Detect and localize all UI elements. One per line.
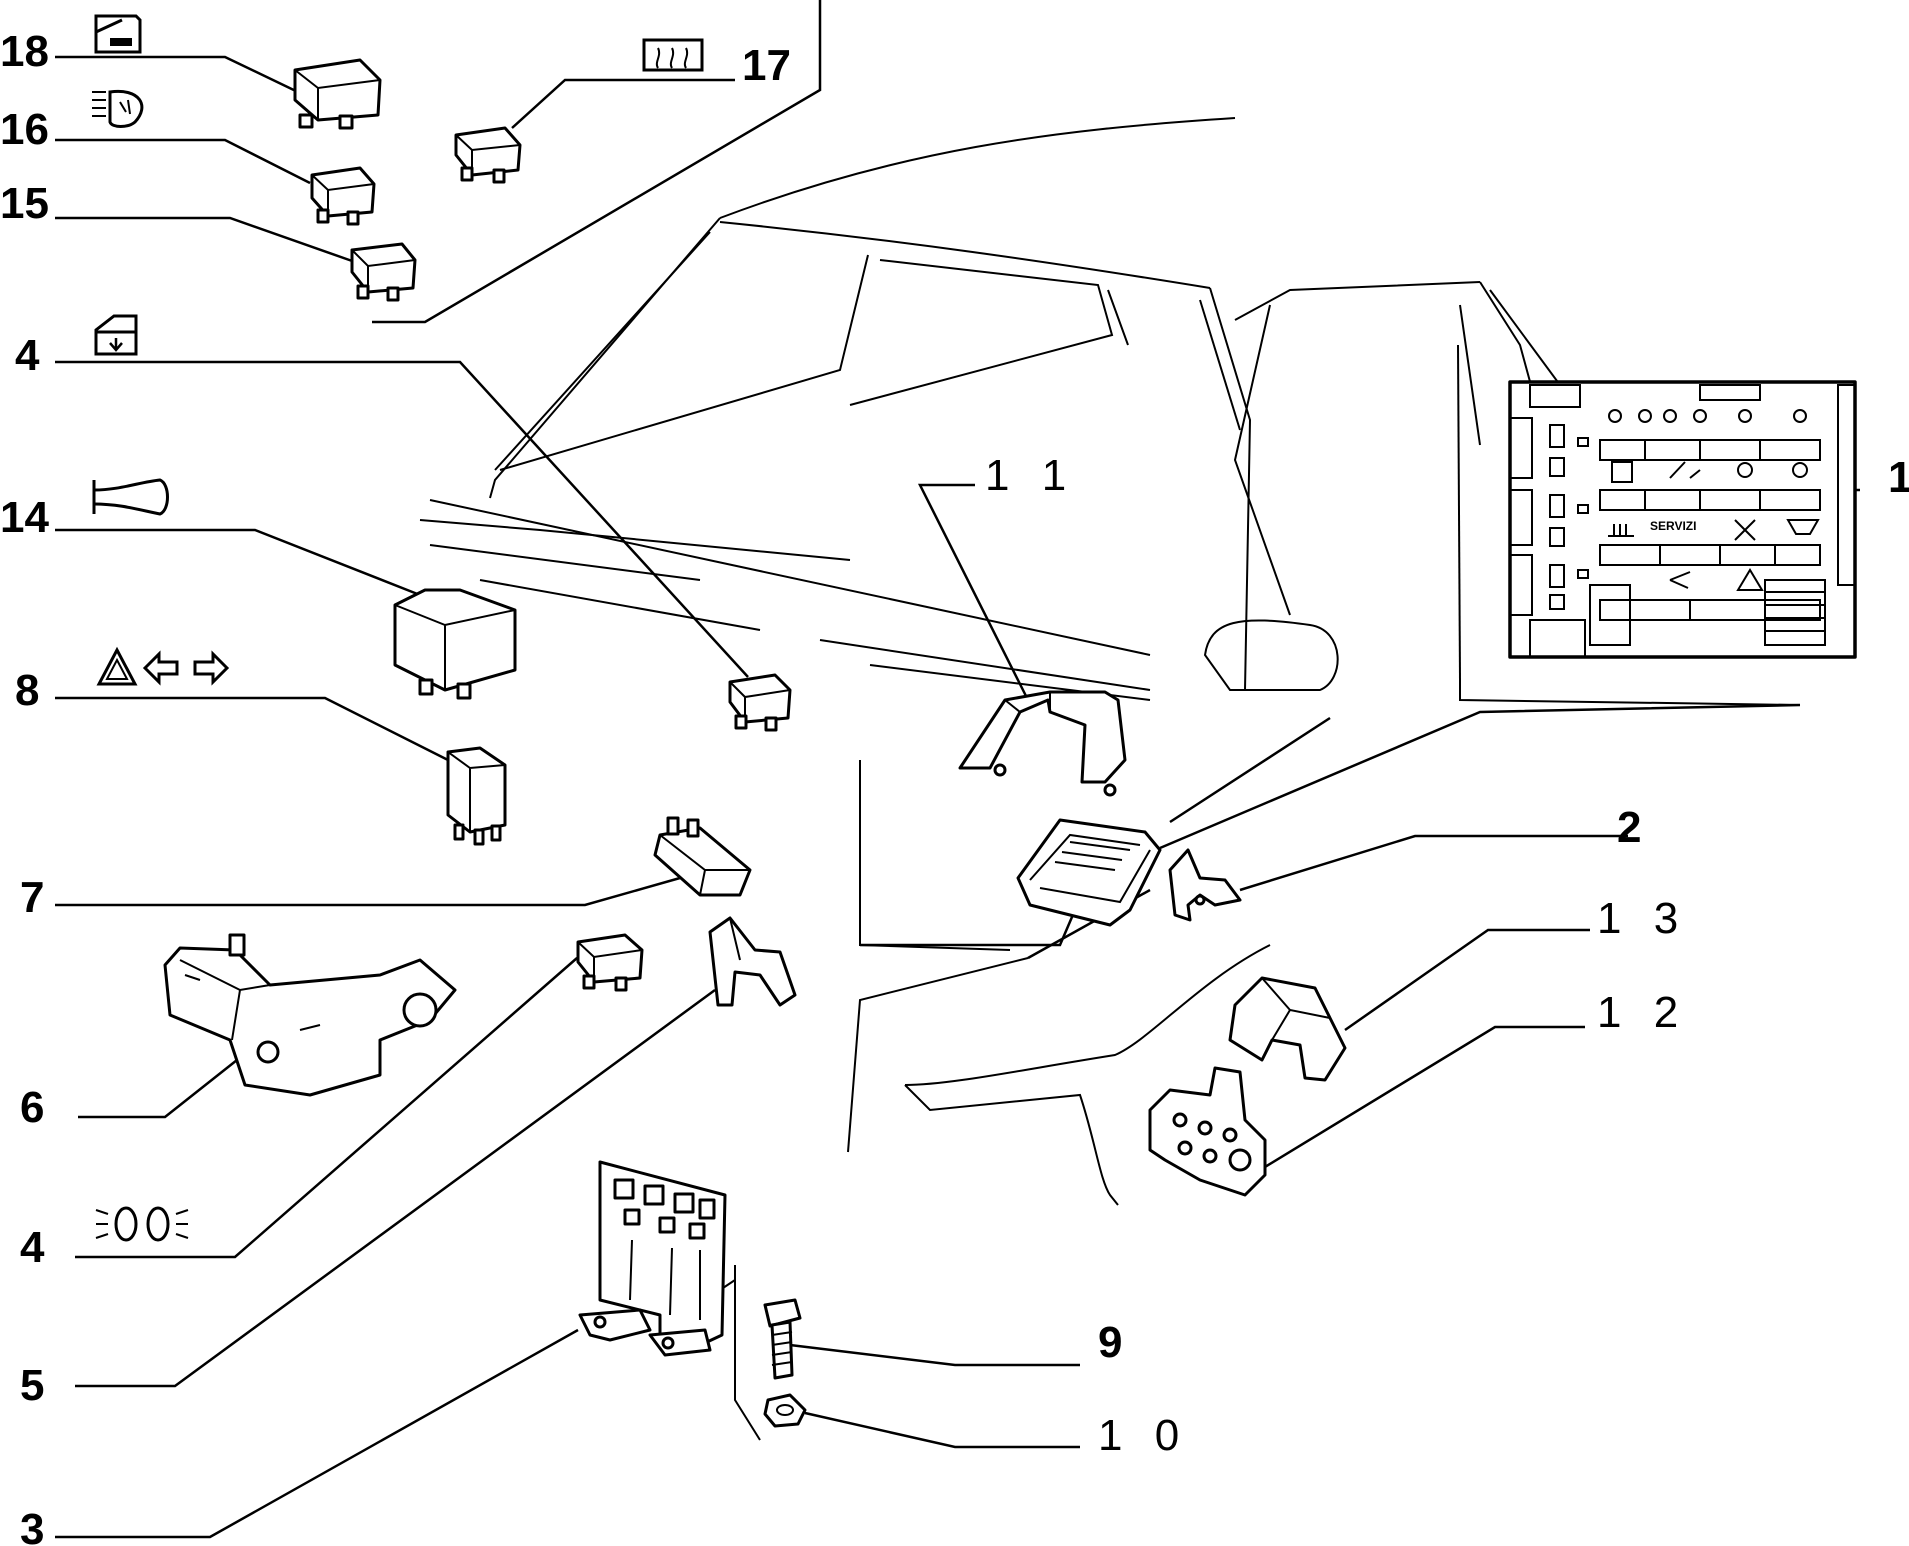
callout-13: 1 3	[1597, 894, 1688, 943]
callout-14: 14	[0, 493, 49, 542]
relay-14	[393, 588, 517, 700]
relay-4-lower	[576, 933, 644, 992]
fuse-box-icons	[1608, 409, 1820, 591]
callout-4-lower: 4	[20, 1223, 45, 1272]
rear-window-defroster-icon	[642, 38, 704, 72]
callout-15: 15	[0, 179, 49, 228]
callout-4-upper: 4	[15, 331, 40, 380]
relay-16	[310, 166, 376, 226]
fog-lamp-icon	[95, 1206, 189, 1242]
part-10-nut	[763, 1393, 807, 1428]
fuse-slots	[1549, 424, 1589, 610]
fuse-rows	[1599, 439, 1821, 621]
callout-numbers: 18 16 15 17 4 14 8 7 6 4 5 3 1 1 1 2 1 3…	[0, 27, 1909, 1546]
callout-11: 1 1	[985, 451, 1076, 500]
part-6-bracket	[163, 933, 457, 1097]
fuse-relay-block	[1764, 579, 1826, 646]
fuse-box-diagram: SERVIZI	[1508, 380, 1857, 659]
callout-6: 6	[20, 1083, 44, 1132]
callout-17: 17	[742, 41, 791, 90]
part-2-bracket	[1168, 848, 1242, 922]
callout-9: 9	[1098, 1318, 1122, 1367]
part-7-diode	[653, 816, 752, 897]
hazard-turn-signal-icon	[96, 646, 230, 686]
callout-7: 7	[20, 873, 44, 922]
door-lock-icon	[94, 14, 142, 54]
relay-4-upper	[728, 673, 792, 732]
part-9-bolt	[763, 1298, 802, 1380]
part-11-support	[958, 690, 1127, 797]
callout-16: 16	[0, 105, 49, 154]
callout-10: 1 0	[1098, 1411, 1189, 1460]
part-fuse-holder	[1016, 818, 1162, 927]
headlamp-washer-icon	[92, 89, 144, 128]
callout-8: 8	[15, 666, 39, 715]
leader-lines	[55, 0, 1860, 1539]
callout-18: 18	[0, 27, 49, 76]
relay-18	[293, 58, 382, 130]
callout-3: 3	[20, 1505, 44, 1546]
callout-2: 2	[1617, 803, 1641, 852]
relay-8	[446, 746, 507, 846]
power-window-icon	[94, 314, 138, 356]
relay-17	[454, 126, 522, 184]
part-3-mount-plate	[578, 1160, 727, 1357]
callout-1: 1	[1888, 453, 1909, 502]
part-5-bracket	[708, 916, 797, 1007]
fuse-box-label: SERVIZI	[1650, 519, 1696, 533]
relay-15	[350, 242, 417, 302]
callout-12: 1 2	[1597, 988, 1688, 1037]
horn-icon	[92, 478, 169, 516]
part-13-cover	[1228, 976, 1347, 1082]
callout-5: 5	[20, 1361, 44, 1410]
part-12-connector	[1148, 1066, 1267, 1197]
